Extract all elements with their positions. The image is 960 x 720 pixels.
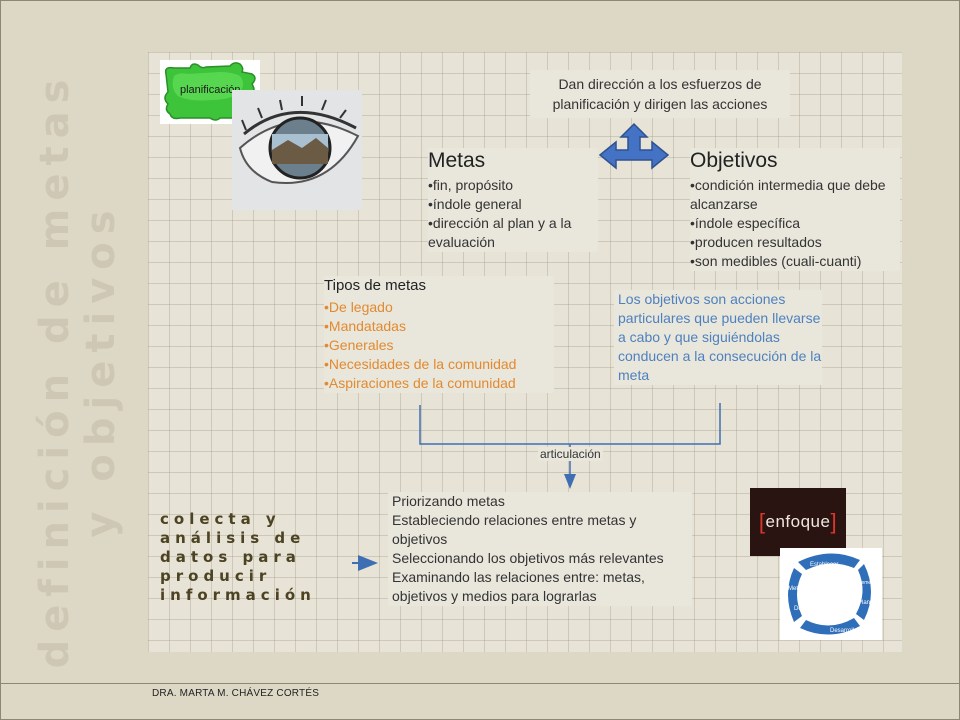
objetivos-description: Los objetivos son acciones particulares … — [614, 290, 822, 385]
puzzle-label: planificación — [180, 84, 241, 96]
objetivos-item: son medibles (cuali-cuanti) — [690, 252, 900, 271]
prior-item: Estableciendo relaciones entre metas y o… — [392, 512, 637, 547]
objetivos-heading: Objetivos — [690, 149, 778, 172]
objetivos-box: Objetivos condición intermedia que debe … — [690, 148, 900, 271]
colecta-line: producir — [160, 567, 272, 585]
tipos-item: Mandatadas — [324, 317, 554, 336]
tipos-heading: Tipos de metas — [324, 277, 426, 294]
metas-item: dirección al plan y a la evaluación — [428, 214, 598, 252]
colecta-text: colecta y análisis de datos para produci… — [160, 510, 320, 605]
metas-item: fin, propósito — [428, 176, 598, 195]
cycle-label: Planes — [858, 600, 876, 606]
cycle-diagram-image: Establecer Metas Definir Desarrollar Pla… — [780, 548, 882, 640]
colecta-line: datos para — [160, 548, 301, 566]
cycle-label: Definir — [794, 606, 811, 612]
tipos-item: Necesidades de la comunidad — [324, 355, 554, 374]
colecta-line: información — [160, 586, 316, 604]
prior-item: Seleccionando los objetivos más relevant… — [392, 550, 664, 566]
footer-divider — [0, 683, 960, 684]
metas-item: índole general — [428, 195, 598, 214]
articulacion-label: articulación — [538, 447, 603, 461]
cycle-label: Establecer — [810, 562, 838, 568]
prior-item: Priorizando metas — [392, 493, 505, 509]
enfoque-label: enfoque — [765, 512, 831, 531]
objetivos-item: índole específica — [690, 214, 900, 233]
colecta-line: análisis de — [160, 529, 306, 547]
objetivos-item: condición intermedia que debe alcanzarse — [690, 176, 900, 214]
metas-heading: Metas — [428, 149, 486, 172]
cycle-label: Desarrollar — [830, 628, 859, 634]
double-arrow-icon — [598, 122, 670, 170]
cycle-label: Implementar — [852, 580, 880, 586]
top-note: Dan dirección a los esfuerzos de planifi… — [530, 70, 790, 118]
footer-author: DRA. MARTA M. CHÁVEZ CORTÉS — [152, 688, 320, 699]
objetivos-item: producen resultados — [690, 233, 900, 252]
cycle-label: Metas — [788, 586, 804, 592]
tipos-item: De legado — [324, 298, 554, 317]
eye-image — [232, 90, 362, 210]
articulacion-bracket — [419, 403, 721, 445]
enfoque-logo: [ enfoque ] — [750, 488, 846, 556]
priorizando-box: Priorizando metas Estableciendo relacion… — [388, 492, 692, 606]
metas-box: Metas fin, propósito índole general dire… — [428, 148, 598, 252]
prior-item: Examinando las relaciones entre: metas, … — [392, 569, 645, 604]
colecta-line: colecta y — [160, 510, 281, 528]
tipos-de-metas-box: Tipos de metas De legado Mandatadas Gene… — [324, 276, 554, 393]
tipos-item: Generales — [324, 336, 554, 355]
tipos-item: Aspiraciones de la comunidad — [324, 374, 554, 393]
